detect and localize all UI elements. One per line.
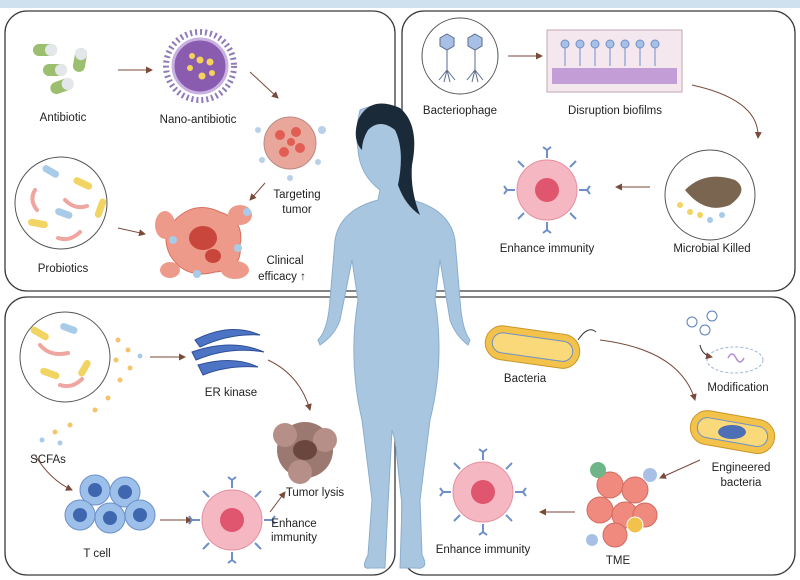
gut-microbes-circle-icon — [19, 311, 111, 403]
label-tme: TME — [606, 555, 631, 567]
label-nano-antibiotic: Nano-antibiotic — [160, 114, 237, 126]
er-kinase-icon — [191, 329, 265, 376]
label-scfas: SCFAs — [30, 454, 66, 466]
engineered-bacteria-icon — [689, 410, 776, 455]
tumor-cell-icon — [155, 205, 252, 279]
label-disruption-biofilms: Disruption biofilms — [568, 105, 662, 117]
antibiotic-capsules-icon — [33, 44, 88, 95]
label-bacteria: Bacteria — [504, 373, 547, 385]
label-tumor-lysis: Tumor lysis — [286, 487, 345, 499]
label-bacteria-2: bacteria — [721, 477, 763, 489]
label-tumor: tumor — [282, 204, 312, 216]
label-bacteriophage: Bacteriophage — [423, 105, 497, 117]
microbial-killed-icon — [664, 149, 756, 241]
nano-antibiotic-icon — [163, 29, 237, 103]
human-figure — [317, 103, 471, 569]
top-strip — [0, 0, 800, 8]
arrow — [34, 454, 73, 491]
t-cell-cluster-icon — [64, 474, 156, 534]
arrow — [269, 491, 286, 513]
arrow — [117, 227, 146, 237]
arrow — [249, 71, 279, 99]
arrow — [249, 182, 266, 201]
label-enhance-immunity-br: Enhance immunity — [436, 544, 531, 556]
label-enhance: Enhance — [271, 518, 316, 530]
label-immunity: immunity — [271, 532, 317, 544]
bacteriophage-circle-icon — [421, 17, 499, 95]
label-enhance-immunity: Enhance immunity — [500, 243, 595, 255]
label-engineered: Engineered — [712, 462, 771, 474]
label-clinical: Clinical — [266, 255, 303, 267]
arrow — [659, 459, 701, 479]
label-t-cell: T cell — [83, 548, 110, 560]
probiotics-circle-icon — [14, 156, 108, 250]
label-antibiotic: Antibiotic — [40, 112, 87, 124]
modification-icon — [686, 310, 764, 374]
label-efficacy: efficacy ↑ — [258, 271, 306, 283]
targeted-tumor-icon — [255, 116, 326, 181]
label-targeting: Targeting — [273, 189, 320, 201]
label-modification: Modification — [707, 382, 768, 394]
label-er-kinase: ER kinase — [205, 387, 257, 399]
hair — [355, 103, 420, 215]
label-probiotics: Probiotics — [38, 263, 89, 275]
arrow — [691, 84, 762, 139]
biofilm-disruption-icon — [546, 29, 683, 93]
arrow — [267, 359, 312, 411]
label-microbial-killed: Microbial Killed — [673, 243, 750, 255]
tumor-lysis-icon — [273, 422, 337, 484]
scfa-dots-icon — [39, 337, 143, 446]
tme-cluster-icon — [586, 462, 658, 548]
arrow — [599, 339, 697, 401]
bacteria-icon — [484, 325, 597, 369]
